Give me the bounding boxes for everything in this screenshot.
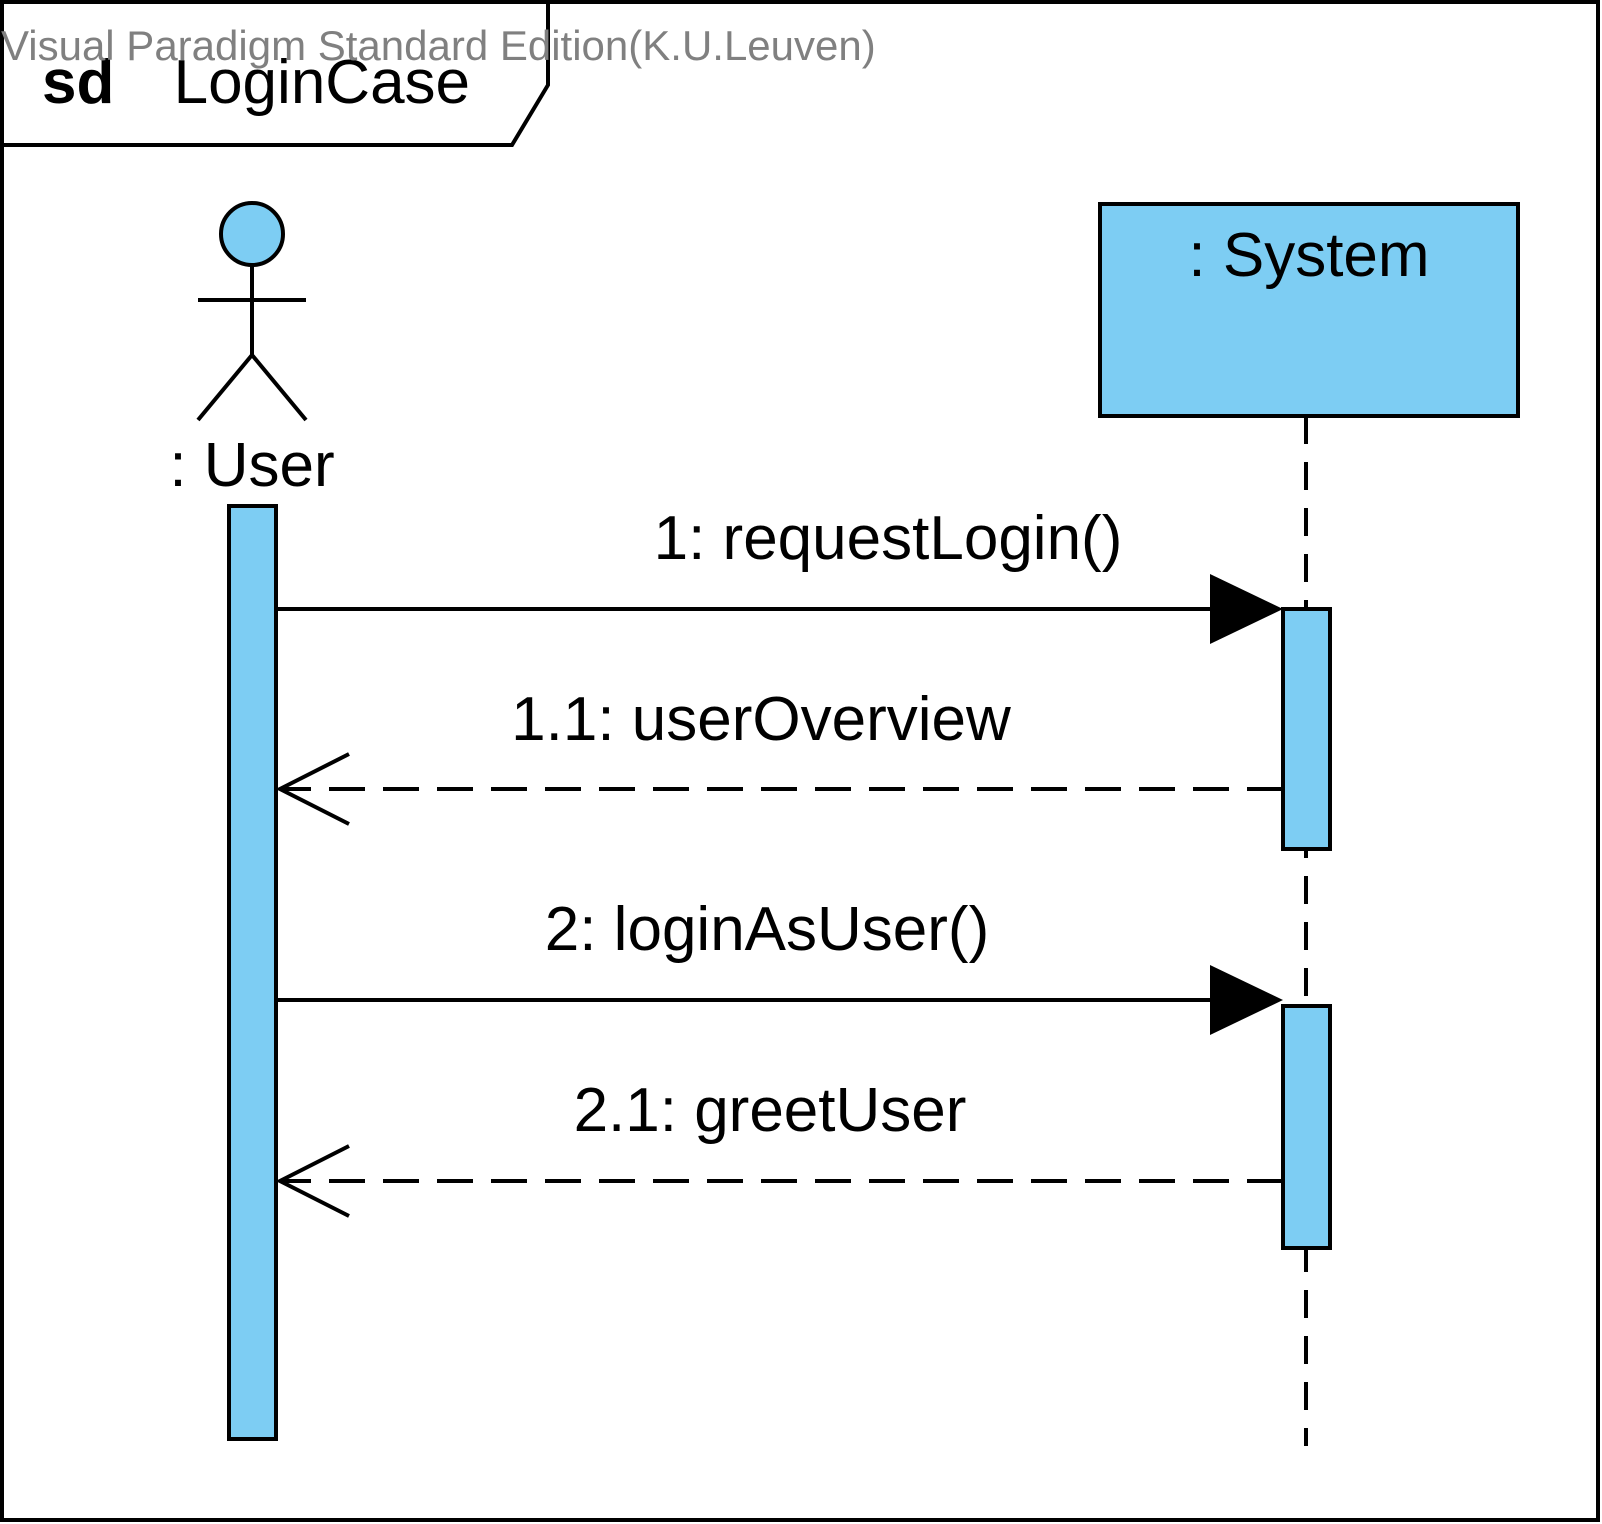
- open-arrowhead-icon: [275, 1144, 350, 1218]
- message-label: 1: requestLogin(): [654, 504, 1123, 573]
- actor-head: [219, 201, 285, 267]
- open-arrowhead-icon: [275, 752, 350, 826]
- system-activation-bar-1: [1281, 607, 1332, 851]
- watermark: Visual Paradigm Standard Edition(K.U.Leu…: [1, 22, 876, 69]
- user-lifeline-label: : User: [169, 431, 334, 500]
- frame-title: sd LoginCase: [42, 48, 470, 117]
- message-login-as-user: 2: loginAsUser(): [276, 895, 1283, 1035]
- actor-right-leg: [250, 353, 308, 422]
- filled-arrowhead-icon: [1210, 965, 1283, 1035]
- user-activation-bar: [227, 504, 278, 1441]
- frame-name-tab: [2, 2, 550, 147]
- system-lifeline: : System: [1098, 202, 1520, 1446]
- user-lifeline: : User: [169, 201, 335, 1441]
- message-request-login: 1: requestLogin(): [276, 504, 1283, 644]
- filled-arrowhead-icon: [1210, 574, 1283, 644]
- system-lifeline-label: : System: [1188, 221, 1429, 290]
- message-greet-user: 2.1: greetUser: [275, 1076, 1283, 1218]
- frame-name: LoginCase: [174, 48, 470, 117]
- system-activation-bar-2: [1281, 1004, 1332, 1250]
- actor-left-leg: [196, 353, 254, 422]
- message-label: 1.1: userOverview: [511, 685, 1011, 754]
- system-object-box: [1098, 202, 1520, 418]
- frame-keyword: sd: [42, 48, 114, 117]
- actor-icon: [196, 201, 308, 422]
- message-label: 2: loginAsUser(): [545, 895, 989, 964]
- message-user-overview: 1.1: userOverview: [275, 685, 1283, 826]
- message-label: 2.1: greetUser: [574, 1076, 967, 1145]
